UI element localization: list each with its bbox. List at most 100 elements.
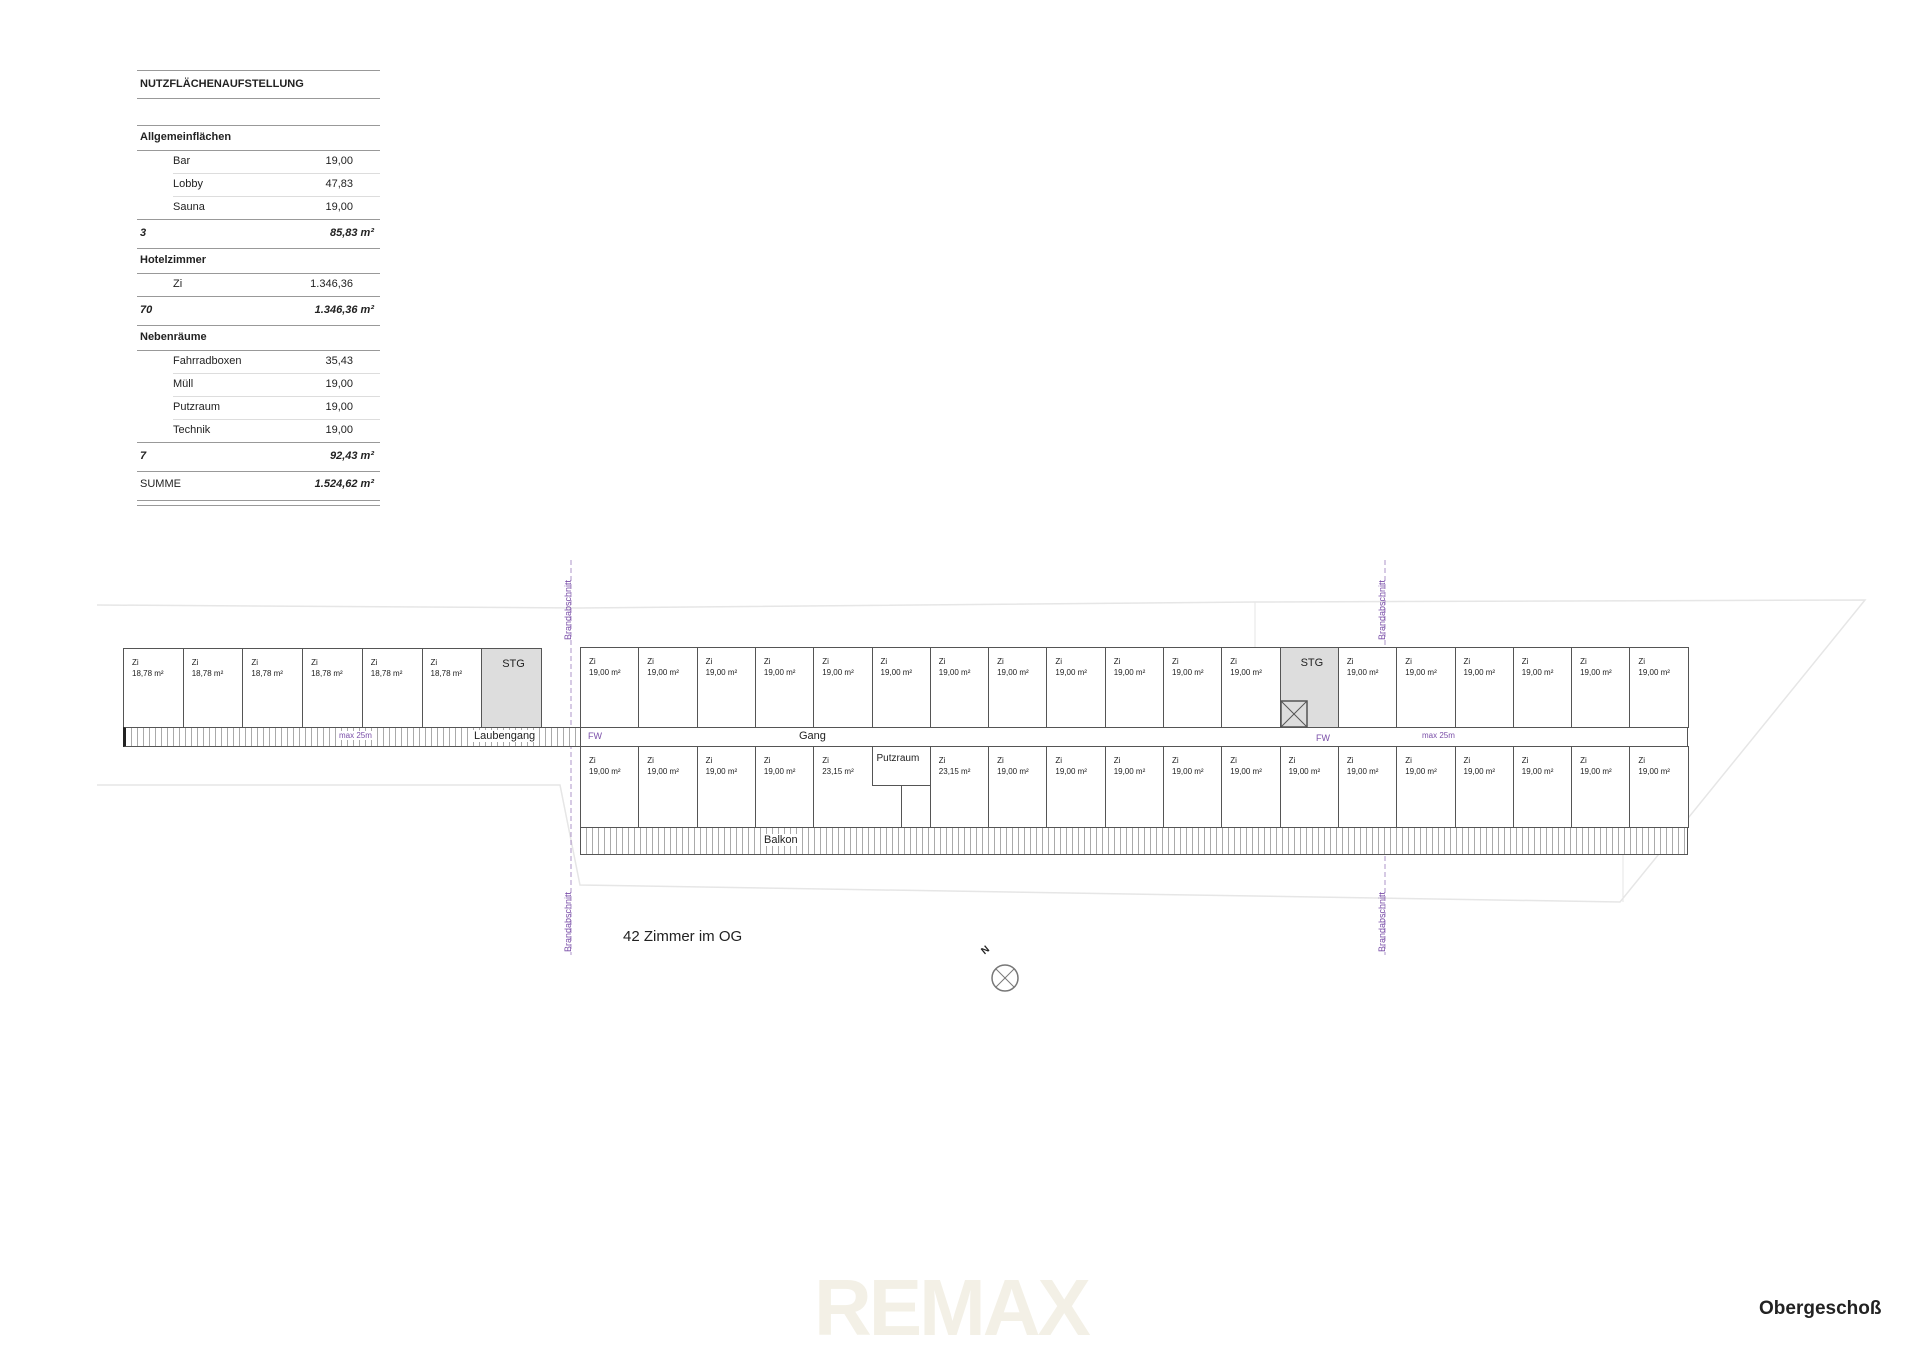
table-row-label: Müll [173,378,194,390]
hotel-room: Zi 19,00 m² [1512,647,1573,728]
table-rule [173,196,380,197]
room-name: Zi [1113,657,1121,666]
hotel-room: Zi 19,00 m² [1629,746,1690,828]
escape-route-label-2: max 25m [1419,731,1458,740]
grand-total-value: 1.524,62 m² [314,478,374,490]
room-name: Zi [997,756,1004,765]
table-rule [137,442,380,443]
group-heading-label: Nebenräume [140,331,207,343]
room-area: 19,00 m² [938,668,971,677]
hotel-room: Zi 19,00 m² [813,647,873,728]
room-area: 18,78 m² [132,669,164,678]
room-area: 19,00 m² [1638,767,1670,776]
room-area: 18,78 m² [370,669,403,678]
hotel-room: Zi 19,00 m² [1046,647,1107,728]
room-name: Zi [1230,756,1237,765]
table-row-label: Bar [173,155,191,167]
laubengang-label: Laubengang [471,730,539,742]
table-row-label: Lobby [173,178,203,190]
room-name: Zi [132,658,139,667]
hotel-room: Zi 19,00 m² [1512,746,1573,828]
group-total-label: 7 [140,450,147,462]
stairwell: STG [481,648,543,728]
room-name: Zi [1638,756,1646,765]
hotel-room: Zi 19,00 m² [580,746,640,828]
hotel-room: Zi 19,00 m² [871,647,932,728]
room-count-note: 42 Zimmer im OG [623,928,743,945]
table-row-label: Putzraum [173,401,221,413]
table-title-label: NUTZFLÄCHENAUFSTELLUNG [140,78,304,90]
hotel-room: Zi 19,00 m² [1396,647,1456,728]
room-area: 19,00 m² [1113,668,1146,677]
hotel-room: Zi 19,00 m² [988,647,1048,728]
room-name: Zi [822,657,829,666]
room-name: Zi [1463,756,1471,765]
table-row-value: 19,00 [325,424,353,436]
room-name: Zi [1172,657,1179,666]
hotel-room: Zi 19,00 m² [929,647,990,728]
room-name: Zi [938,756,946,765]
room-area: 19,00 m² [589,767,621,776]
hotel-room: Zi 19,00 m² [1104,746,1165,828]
table-row-value: 19,00 [325,401,353,413]
table-rule [137,325,380,326]
room-area: 19,00 m² [822,668,854,677]
room-area: 19,00 m² [1055,767,1087,776]
table-row-value: 35,43 [325,355,353,367]
room-name: Zi [647,657,654,666]
room-name: Zi [589,756,596,765]
table-rule [137,296,380,297]
hotel-room: Zi 19,00 m² [1337,647,1398,728]
room-name: Zi [1580,657,1587,666]
elevator-icon [1279,700,1308,728]
hotel-room: Zi 19,00 m² [638,746,699,828]
balkon-label: Balkon [761,834,801,846]
hotel-room: Zi 19,00 m² [1337,746,1398,828]
putzraum: Putzraum [871,746,932,786]
room-name: Zi [938,657,946,666]
room-name: Zi [822,756,829,765]
room-area: 18,78 m² [430,669,463,678]
hotel-room: Zi 19,00 m² [1571,746,1631,828]
room-area: 19,00 m² [880,668,913,677]
room-name: Zi [1463,657,1471,666]
room-name: Zi [705,756,713,765]
room-name: Zi [1580,756,1587,765]
group-heading: Nebenräume [137,326,380,348]
room-area: 19,00 m² [763,668,796,677]
brandabschnitt-label: Brandabschnitt [1377,579,1387,640]
compass-icon [991,964,1019,992]
room-area: 19,00 m² [1463,767,1496,776]
table-row-label: Technik [173,424,211,436]
room-area: 18,78 m² [311,669,343,678]
group-total-value: 85,83 m² [329,227,374,239]
stairwell: STG [1279,647,1340,728]
room-area: 19,00 m² [1346,668,1379,677]
brandabschnitt-label: Brandabschnitt [1377,891,1387,952]
hotel-room: Zi 19,00 m² [1396,746,1456,828]
brandabschnitt-label: Brandabschnitt [563,891,573,952]
balkon: Balkon [580,827,1688,855]
table-row-label: Fahrradboxen [173,355,242,367]
room-name: Zi [1346,657,1354,666]
group-heading-label: Hotelzimmer [140,254,207,266]
floor-label: Obergeschoß [1759,1298,1882,1319]
room-name: Zi [1113,756,1121,765]
table-rule [137,70,380,71]
table-rule [137,273,380,274]
hotel-room: Zi 18,78 m² [302,648,364,728]
room-area: 19,00 m² [1405,668,1437,677]
fire-wall-label-2: FW [1313,733,1333,743]
hotel-room: Zi 19,00 m² [1104,647,1165,728]
table-rule [173,373,380,374]
table-rule [137,505,380,506]
table-rule [137,471,380,472]
room-area: 19,00 m² [1580,767,1612,776]
hotel-room: Zi 19,00 m² [754,746,815,828]
table-title: NUTZFLÄCHENAUFSTELLUNG [137,73,380,95]
room-area: 19,00 m² [705,668,738,677]
table-rule [137,350,380,351]
